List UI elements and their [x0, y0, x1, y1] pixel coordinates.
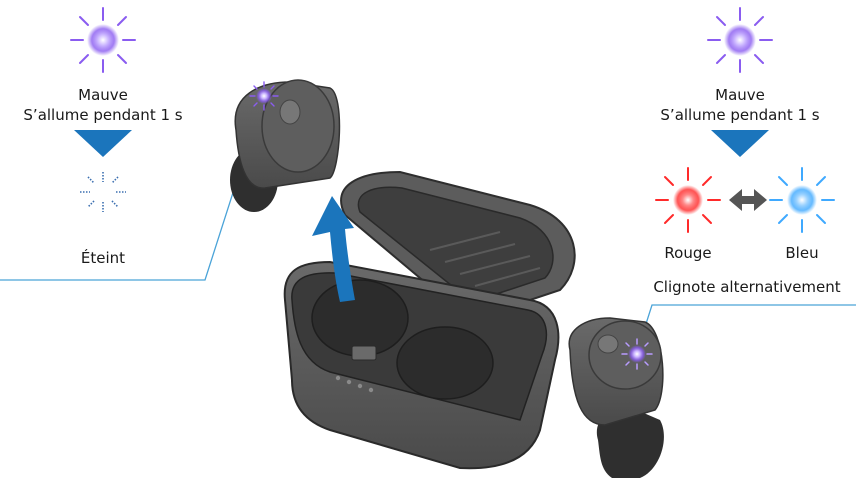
- right-earbud: [568, 317, 664, 478]
- left-mauve-light-icon: [70, 7, 136, 73]
- left-on-duration-label: S’allume pendant 1 s: [23, 106, 183, 124]
- charging-case: [283, 170, 576, 470]
- right-earbud-led-icon: [621, 338, 653, 370]
- red-label: Rouge: [664, 244, 712, 262]
- alternate-arrow-icon: [729, 189, 767, 211]
- red-light-icon: [655, 167, 721, 233]
- left-down-arrow-icon: [74, 130, 132, 157]
- blue-light-icon: [769, 167, 835, 233]
- alternating-blink-label: Clignote alternativement: [653, 278, 841, 296]
- right-down-arrow-icon: [711, 130, 769, 157]
- right-mauve-label: Mauve: [715, 86, 765, 104]
- right-mauve-light-icon: [707, 7, 773, 73]
- right-callout-line: [636, 304, 856, 353]
- left-earbud: [230, 79, 341, 212]
- removal-arrow-icon: [312, 196, 355, 302]
- left-earbud-led-icon: [249, 81, 279, 111]
- right-on-duration-label: S’allume pendant 1 s: [660, 106, 820, 124]
- left-mauve-label: Mauve: [78, 86, 128, 104]
- left-off-label: Éteint: [80, 249, 126, 267]
- left-off-light-icon: [80, 172, 126, 212]
- blue-label: Bleu: [785, 244, 819, 262]
